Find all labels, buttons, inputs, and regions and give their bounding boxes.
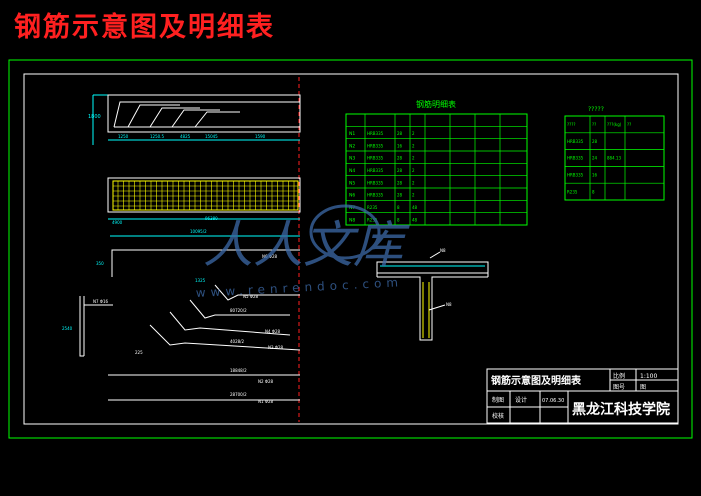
- table-cell: 2: [412, 168, 415, 173]
- watermark: 人人文库 www.renrendoc.com: [195, 204, 410, 300]
- side-cell: 884.13: [607, 156, 621, 161]
- svg-text:96380: 96380: [205, 216, 218, 221]
- n1-label: N1 Φ28: [258, 399, 274, 404]
- table-cell: 28: [397, 156, 403, 161]
- table-row-label: N4: [349, 168, 355, 174]
- svg-text:1250.5: 1250.5: [150, 134, 164, 139]
- main-table-title: 钢筋明细表: [416, 99, 456, 109]
- page-title: 钢筋示意图及明细表: [14, 12, 275, 43]
- table-cell: 8: [397, 205, 400, 210]
- outer-frame: [8, 59, 693, 439]
- side-cell: 24: [592, 156, 598, 161]
- svg-text:4028/2: 4028/2: [230, 339, 245, 344]
- table-cell: HRB335: [367, 143, 384, 148]
- side-cell: HRB335: [567, 139, 584, 144]
- n3-label: N3 Φ28: [268, 345, 284, 350]
- block-drafter-label: 制图: [492, 396, 504, 404]
- table-cell: 28: [397, 131, 403, 136]
- table-cell: 16: [397, 143, 403, 148]
- n6-label: N6 Φ28: [262, 254, 278, 259]
- title-block: 钢筋示意图及明细表 比例 1:100 图号 图 制图 设计 07.06.30 校…: [486, 368, 679, 424]
- svg-text:10095/2: 10095/2: [190, 229, 207, 234]
- svg-text:18848/2: 18848/2: [230, 368, 247, 373]
- table-row-label: N6: [349, 193, 355, 199]
- side-header-cell: ????: [567, 122, 576, 127]
- side-cell: R235: [567, 189, 578, 194]
- table-cell: 2: [412, 131, 415, 136]
- n5-label: N5 Φ28: [243, 294, 259, 299]
- table-cell: 2: [412, 180, 415, 185]
- block-school: 黑龙江科技学院: [572, 401, 670, 418]
- svg-text:1250: 1250: [118, 134, 129, 139]
- svg-text:N8: N8: [446, 302, 452, 307]
- table-cell: 28: [397, 168, 403, 173]
- side-cell: HRB335: [567, 156, 584, 161]
- block-sheet-label: 图号: [613, 384, 625, 391]
- side-header-cell: ??: [627, 122, 631, 127]
- table-cell: 48: [412, 217, 418, 222]
- block-scale-label: 比例: [613, 372, 625, 380]
- svg-text:225: 225: [135, 350, 143, 355]
- n2-label: N2 Φ28: [258, 379, 274, 384]
- svg-text:15045: 15045: [205, 134, 218, 139]
- block-scale-value: 1:100: [640, 373, 657, 380]
- table-cell: 2: [412, 193, 415, 198]
- table-cell: 28: [397, 180, 403, 185]
- side-header-cell: ??: [592, 122, 596, 127]
- inner-frame: [23, 73, 679, 425]
- side-cell: 28: [592, 139, 598, 144]
- svg-text:350: 350: [96, 261, 104, 266]
- n7-bar: N7 Φ16 2540: [62, 296, 113, 357]
- n6-bar: 10095/2 N6 Φ28 350: [96, 229, 300, 277]
- n7-label: N7 Φ16: [93, 299, 109, 304]
- stirrup-grid: 4900 96380: [107, 177, 301, 225]
- side-header-cell: ???(kg): [607, 122, 622, 127]
- t-section: N8 N8: [376, 248, 489, 341]
- svg-text:1325: 1325: [195, 278, 206, 283]
- side-cell: 8: [592, 189, 595, 194]
- block-design-label: 设计: [515, 396, 527, 404]
- block-drawing-name: 钢筋示意图及明细表: [491, 374, 582, 387]
- table-cell: 2: [412, 143, 415, 148]
- table-cell: R235: [367, 205, 378, 210]
- svg-text:2540: 2540: [62, 326, 73, 331]
- svg-text:4900: 4900: [112, 220, 123, 225]
- table-cell: R235: [367, 217, 378, 222]
- bent-bars: N5 Φ28 80720/2 N4 Φ28 N3 Φ28 4028/2 1884…: [108, 278, 301, 404]
- table-row-label: N2: [349, 143, 355, 149]
- table-row-label: N8: [349, 217, 355, 223]
- table-row-label: N3: [349, 156, 355, 162]
- table-cell: 8: [397, 217, 400, 222]
- table-cell: HRB335: [367, 193, 384, 198]
- beam-elevation: 1800 1250 1250.5 4825 15045 1590: [88, 94, 301, 145]
- svg-text:28700/2: 28700/2: [230, 392, 247, 397]
- side-cell: HRB335: [567, 172, 584, 177]
- svg-text:N8: N8: [440, 248, 446, 253]
- side-table-title: ?????: [588, 106, 604, 113]
- table-cell: HRB335: [367, 156, 384, 161]
- svg-text:1590: 1590: [255, 134, 266, 139]
- table-row-label: N1: [349, 131, 355, 137]
- side-cell: 16: [592, 172, 598, 177]
- n4-label: N4 Φ28: [265, 329, 281, 334]
- svg-text:80720/2: 80720/2: [230, 308, 247, 313]
- block-date: 07.06.30: [542, 398, 564, 404]
- svg-text:4825: 4825: [180, 134, 191, 139]
- table-cell: 2: [412, 156, 415, 161]
- table-cell: HRB335: [367, 168, 384, 173]
- block-checker-label: 校核: [492, 412, 504, 420]
- block-sheet-value: 图: [640, 384, 646, 391]
- table-cell: HRB335: [367, 131, 384, 136]
- table-cell: 48: [412, 205, 418, 210]
- table-cell: 28: [397, 193, 403, 198]
- svg-text:1800: 1800: [88, 114, 101, 120]
- table-row-label: N5: [349, 180, 355, 186]
- table-cell: HRB335: [367, 180, 384, 185]
